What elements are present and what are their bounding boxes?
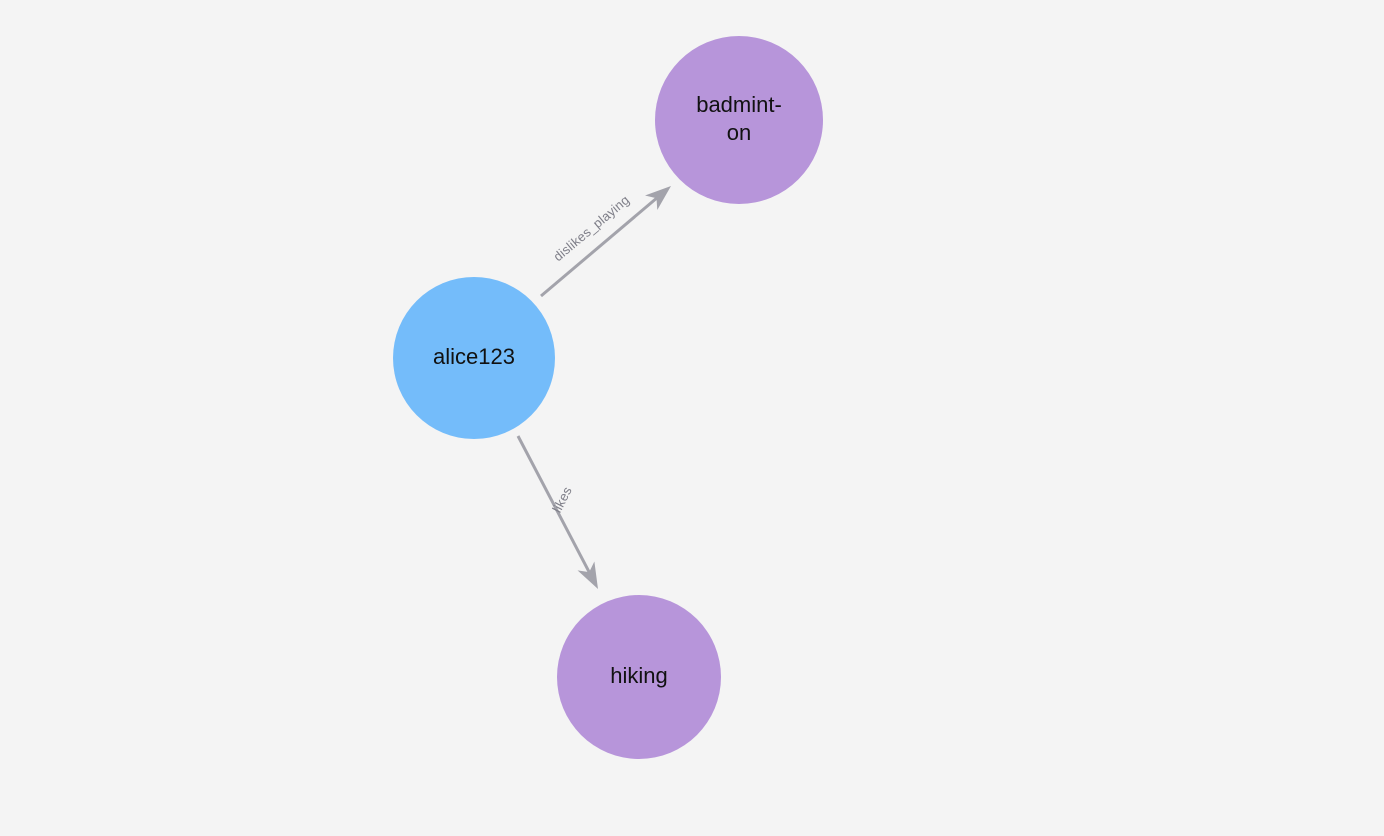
edge-line xyxy=(540,194,662,298)
node-circle-hiking[interactable] xyxy=(557,595,721,759)
node-label-hiking: hiking xyxy=(610,663,667,688)
edge-label-group: likes xyxy=(549,484,575,515)
node-label-badminton-line1: badmint- xyxy=(696,92,782,117)
nodes-layer: badmint- on alice123 hiking xyxy=(393,36,823,759)
edge-arrowhead xyxy=(577,561,598,589)
node-label-alice123: alice123 xyxy=(433,344,515,369)
graph-node-hiking[interactable]: hiking xyxy=(557,595,721,759)
graph-edge-likes[interactable]: likes xyxy=(516,435,598,589)
node-circle-badminton[interactable] xyxy=(655,36,823,204)
node-circle-alice123[interactable] xyxy=(393,277,555,439)
edge-label-likes: likes xyxy=(549,484,575,515)
edge-arrowhead xyxy=(645,186,671,211)
graph-edge-dislikes-playing[interactable]: dislikes_playing xyxy=(540,186,671,298)
graph-node-alice123[interactable]: alice123 xyxy=(393,277,555,439)
graph-node-badminton[interactable]: badmint- on xyxy=(655,36,823,204)
edge-line xyxy=(516,435,593,578)
node-label-badminton-line2: on xyxy=(727,120,751,145)
